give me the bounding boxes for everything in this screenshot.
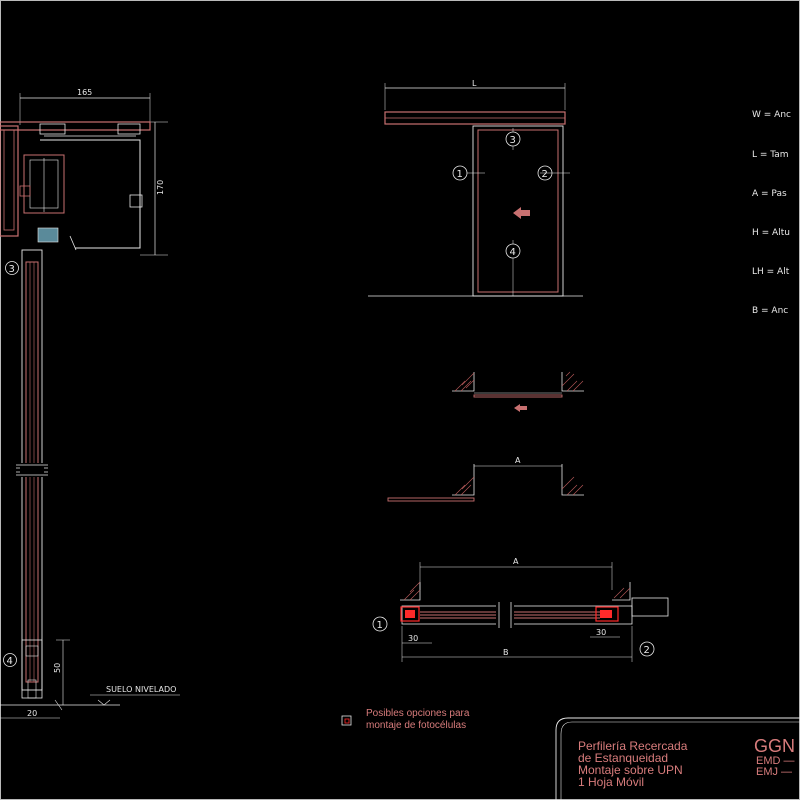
title-line3: Montaje sobre UPN: [578, 763, 683, 777]
wall-right-hatch: [613, 587, 631, 599]
plan-detail: A 30 30 B 1: [372, 557, 669, 662]
photocell-right-core: [600, 610, 612, 618]
marker-3-circle: [5, 261, 19, 275]
dim-20-label: 20: [27, 709, 37, 718]
code-line1: EMD —: [756, 755, 795, 767]
marker-4-circle: [3, 653, 17, 667]
dim-170-label: 170: [156, 180, 165, 195]
title-line1: Perfilería Recercada: [578, 739, 688, 753]
vertical-section: 165 170: [0, 88, 180, 719]
floor-level-symbol: [97, 699, 111, 706]
wall-left: [400, 582, 421, 601]
photocell-symbol-icon: [341, 715, 352, 726]
marker-2-circle: [537, 165, 553, 181]
floor-tick: [54, 699, 63, 711]
marker-3-circle: [505, 131, 521, 147]
legend-item-lh: LH = Alt: [752, 267, 790, 277]
elevation-view: L 1 2 3 4: [368, 79, 583, 297]
opening-direction-arrow: [513, 207, 530, 219]
marker-3-label: 3: [9, 264, 15, 275]
wall-left: [452, 464, 475, 496]
upn-profile: [631, 597, 669, 617]
marker-2-circle: [639, 641, 655, 657]
photocell-left: [400, 606, 420, 622]
bottom-profile: [21, 639, 43, 699]
code-line2: EMJ —: [756, 766, 792, 778]
carriage-block-2: [117, 123, 141, 135]
legend-item-h: H = Altu: [752, 228, 790, 238]
floor-label: SUELO NIVELADO: [106, 685, 176, 694]
legend-item-w: W = Anc: [752, 110, 791, 120]
marker-4-label: 4: [510, 247, 516, 258]
floor-guide: [27, 679, 37, 699]
stopper: [129, 194, 143, 208]
wall-right-hatch: [561, 371, 584, 392]
marker-1-circle: [372, 616, 388, 632]
roller-housing: [23, 154, 65, 214]
dim-A-label: A: [513, 557, 519, 566]
hanger-block: [37, 227, 59, 243]
wall-profile-inner: [3, 129, 15, 231]
hook: [69, 235, 77, 251]
dim-50-label: 50: [53, 663, 62, 673]
marker-4-label: 4: [7, 656, 13, 667]
dim-30-left-label: 30: [408, 634, 418, 643]
leaf-outline: [401, 605, 633, 625]
wall-right-hatch: [561, 476, 584, 496]
door-leaf-plan: [473, 394, 563, 398]
marker-4-circle: [505, 243, 521, 259]
marker-1-label: 1: [457, 169, 463, 180]
upn-beam: [0, 121, 151, 131]
marker-2-label: 2: [542, 169, 548, 180]
plan-view-closed: [452, 371, 584, 412]
closing-arrow: [514, 404, 527, 412]
wall-left-hatch: [454, 372, 475, 392]
dim-L-label: L: [472, 79, 477, 88]
guide-box: [40, 139, 141, 249]
photocell-note-line2: montaje de fotocélulas: [366, 720, 466, 731]
wall-left-hatch: [454, 476, 475, 496]
photocell-note-line1: Posibles opciones para: [366, 708, 470, 719]
carriage-block: [39, 123, 66, 135]
plan-view-open: A: [387, 456, 584, 502]
title-line2: de Estanqueidad: [578, 751, 668, 765]
marker-3-label: 3: [510, 135, 516, 146]
marker-2-label: 2: [644, 645, 650, 656]
title-block-border-outer: [555, 717, 800, 800]
legend: W = Anc L = Tam A = Pas H = Altu LH = Al…: [752, 110, 791, 316]
brand-name: GGN: [754, 736, 795, 756]
break-gap: [20, 463, 44, 477]
break-gap: [496, 604, 514, 626]
dim-165-label: 165: [77, 88, 92, 97]
dim-A-mid-label: A: [515, 456, 521, 465]
title-line4: 1 Hoja Móvil: [578, 775, 644, 789]
photocell-right: [595, 606, 619, 622]
title-block: Perfilería Recercada de Estanqueidad Mon…: [555, 717, 800, 800]
dim-30-right-label: 30: [596, 628, 606, 637]
wall-right: [561, 372, 584, 392]
wall-left-hatch: [403, 581, 421, 601]
door-leaf-open: [387, 497, 475, 502]
door-leaf: [477, 129, 559, 293]
wall-profile: [0, 125, 19, 237]
legend-item-b: B = Anc: [752, 306, 788, 316]
marker-1-label: 1: [377, 620, 383, 631]
wall-left: [452, 372, 475, 392]
bolt: [19, 185, 31, 197]
photocell-left-core: [405, 610, 415, 618]
legend-item-a: A = Pas: [752, 189, 787, 199]
title-block-border-inner: [560, 721, 800, 800]
wall-right: [561, 464, 584, 496]
legend-item-l: L = Tam: [752, 150, 789, 160]
bottom-seal: [25, 645, 39, 657]
photocell-symbol-core: [344, 718, 350, 724]
marker-1-circle: [452, 165, 468, 181]
dim-B-label: B: [503, 648, 509, 657]
photocell-note: Posibles opciones para montaje de fotocé…: [341, 708, 470, 731]
